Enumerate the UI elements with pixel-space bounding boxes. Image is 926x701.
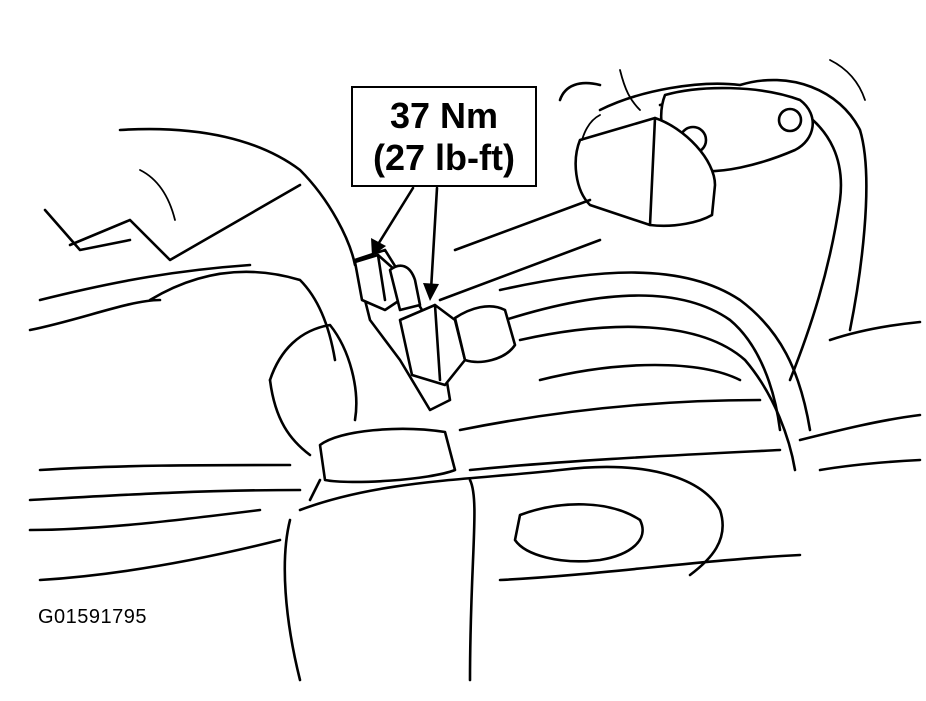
callout-arrows bbox=[371, 186, 439, 301]
torque-metric-label: 37 Nm bbox=[389, 95, 499, 136]
torque-imperial-label: (27 lb-ft) bbox=[373, 137, 515, 178]
sensor-block bbox=[574, 114, 717, 228]
arrow-line-left bbox=[375, 186, 415, 248]
figure-code-label: G01591795 bbox=[38, 606, 148, 628]
torque-callout: 37 Nm (27 lb-ft) bbox=[351, 86, 537, 187]
lower-casting bbox=[28, 320, 922, 682]
arrow-head-right bbox=[423, 283, 439, 301]
left-housing bbox=[28, 127, 358, 457]
fuel-lines bbox=[438, 198, 812, 472]
arrow-head-left bbox=[371, 238, 386, 256]
arrow-line-right bbox=[429, 186, 439, 292]
bolt-assembly bbox=[353, 248, 517, 412]
